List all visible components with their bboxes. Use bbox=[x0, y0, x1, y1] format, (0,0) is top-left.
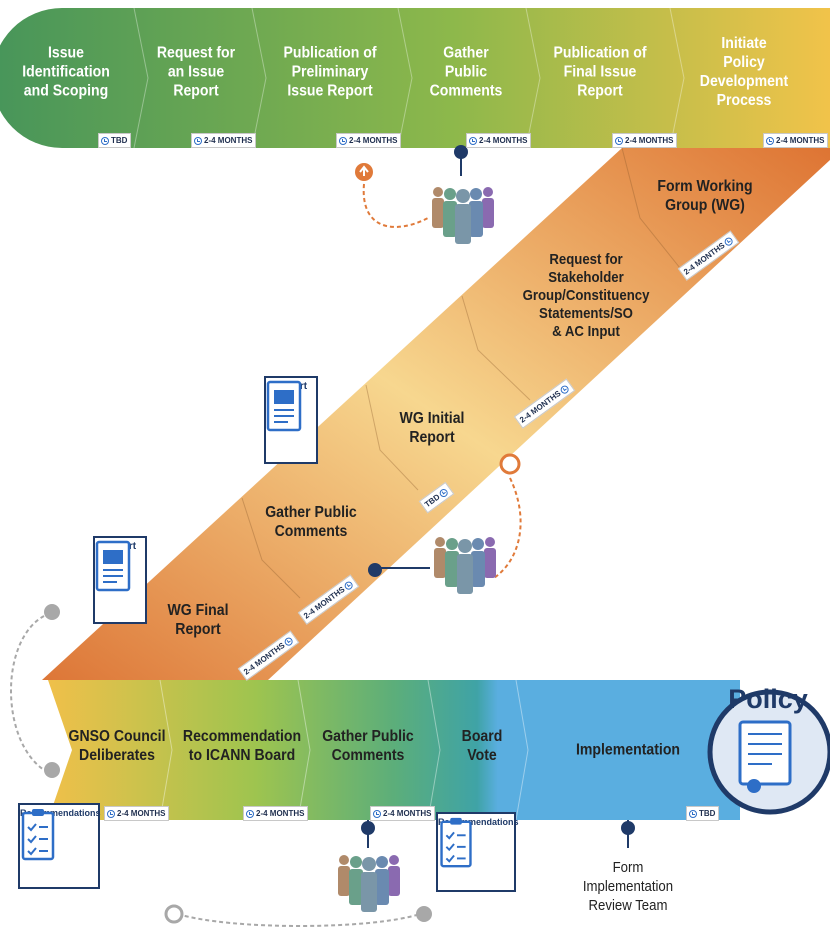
clock-icon bbox=[246, 809, 254, 818]
clock-icon bbox=[469, 136, 477, 145]
step-gather-public-comments-diag: Gather Public Comments bbox=[265, 504, 357, 540]
duration-badge: 2-4 MONTHS bbox=[336, 133, 402, 148]
step-implementation: Implementation bbox=[575, 741, 681, 759]
recommendations-document: Recommendations bbox=[18, 803, 101, 889]
policy-label: Policy bbox=[728, 684, 808, 714]
clock-icon bbox=[373, 809, 381, 818]
top-row-dividers bbox=[133, 7, 685, 149]
duration-badge: 2-4 MONTHS bbox=[191, 133, 257, 148]
implementation-review-note: Form Implementation Review Team bbox=[582, 859, 674, 914]
top-row-band bbox=[0, 8, 830, 148]
step-request-stakeholder-input: Request for Stakeholder Group/Constituen… bbox=[522, 251, 650, 340]
recommendations-document: Recommendations bbox=[436, 812, 519, 892]
duration-badge: TBD bbox=[98, 133, 132, 148]
step-wg-initial-report: WG Initial Report bbox=[399, 410, 465, 446]
report-document: Report bbox=[93, 536, 147, 624]
step-initiate-pdp: Initiate Policy Development Process bbox=[699, 35, 789, 109]
step-publication-preliminary: Publication of Preliminary Issue Report bbox=[283, 44, 377, 100]
checklist-icon bbox=[440, 817, 472, 868]
checklist-icon bbox=[21, 809, 55, 861]
duration-badge: 2-4 MONTHS bbox=[104, 806, 170, 821]
duration-badge: TBD bbox=[686, 806, 720, 821]
duration-badge: 2-4 MONTHS bbox=[612, 133, 678, 148]
step-request-issue-report: Request for an Issue Report bbox=[156, 44, 236, 100]
report-document: Report bbox=[264, 376, 318, 464]
step-publication-final: Publication of Final Issue Report bbox=[553, 44, 647, 100]
diagonal-dividers bbox=[241, 147, 681, 599]
clock-icon bbox=[689, 809, 697, 818]
clock-icon bbox=[339, 136, 347, 145]
bottom-row-dividers bbox=[159, 679, 529, 821]
step-wg-final-report: WG Final Report bbox=[167, 602, 229, 638]
clock-icon bbox=[107, 809, 115, 818]
step-gnso-council-deliberates: GNSO Council Deliberates bbox=[68, 728, 166, 764]
clock-icon bbox=[766, 136, 774, 145]
step-form-working-group: Form Working Group (WG) bbox=[657, 178, 753, 214]
step-board-vote: Board Vote bbox=[461, 728, 503, 764]
duration-badge: 2-4 MONTHS bbox=[243, 806, 309, 821]
duration-badge: 2-4 MONTHS bbox=[763, 133, 829, 148]
duration-badge: 2-4 MONTHS bbox=[370, 806, 436, 821]
step-issue-identification: Issue Identification and Scoping bbox=[22, 44, 110, 100]
step-recommendation-icann-board: Recommendation to ICANN Board bbox=[182, 728, 302, 764]
clock-icon bbox=[101, 136, 109, 145]
step-gather-public-comments-bottom: Gather Public Comments bbox=[322, 728, 414, 764]
duration-badge: 2-4 MONTHS bbox=[466, 133, 532, 148]
step-gather-public-comments-top: Gather Public Comments bbox=[429, 44, 503, 100]
report-icon bbox=[95, 540, 131, 592]
bottom-row-band bbox=[48, 680, 740, 820]
clock-icon bbox=[194, 136, 202, 145]
report-icon bbox=[266, 380, 302, 432]
clock-icon bbox=[615, 136, 623, 145]
diagonal-band bbox=[42, 148, 830, 680]
